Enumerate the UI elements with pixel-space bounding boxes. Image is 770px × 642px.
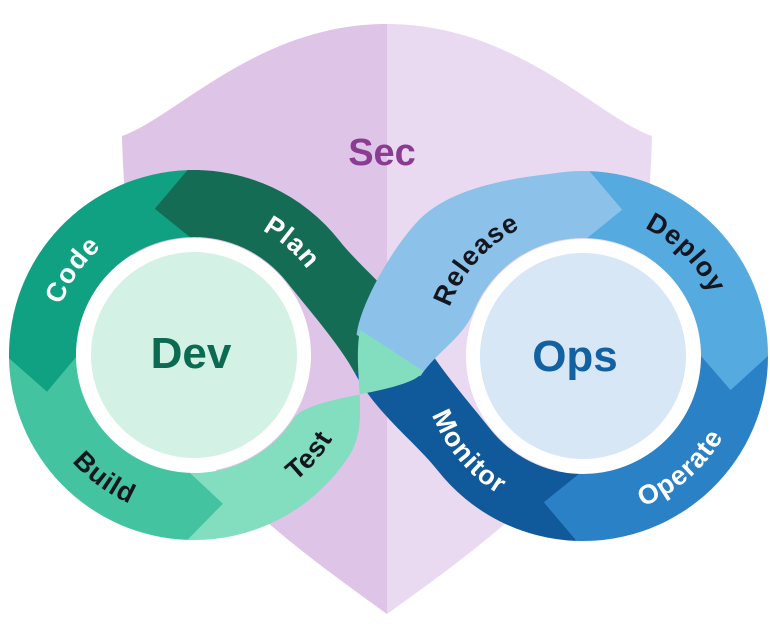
plan-arrowhead-icon (154, 169, 201, 238)
segment-code (8, 170, 190, 392)
segment-operate (543, 356, 768, 542)
segment-build (9, 357, 223, 540)
segment-test (187, 329, 424, 541)
segment-release (356, 170, 623, 377)
segment-deploy (587, 171, 768, 391)
dev-hub: Dev (77, 238, 311, 472)
ops-hub-label: Ops (532, 332, 618, 381)
segment-monitor (354, 337, 579, 541)
ops-hub-circle (480, 253, 686, 459)
sec-label: Sec (348, 132, 416, 174)
ops-hub: Ops (466, 239, 700, 473)
dev-hub-circle (91, 252, 297, 458)
dev-hub-label: Dev (151, 329, 232, 378)
